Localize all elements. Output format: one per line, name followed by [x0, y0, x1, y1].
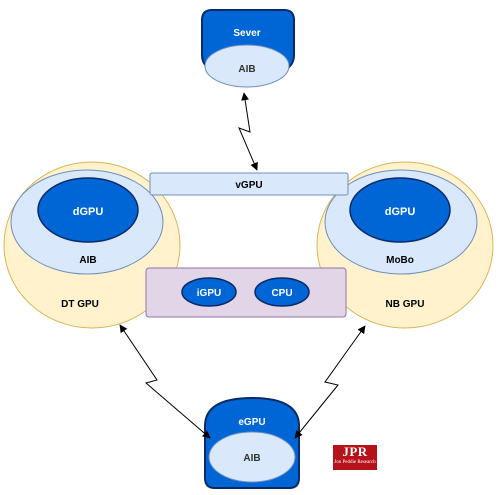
nbgpu-egpu-connector: [294, 325, 366, 439]
server-aib-label: AIB: [238, 64, 255, 75]
nb-gpu-mobo-label: MoBo: [386, 255, 414, 266]
jpr-logo-text: JPR: [342, 444, 368, 459]
egpu-title: eGPU: [238, 417, 265, 428]
nb-gpu-dgpu-ellipse: [349, 177, 451, 243]
nb-gpu-label: NB GPU: [386, 299, 425, 310]
dt-gpu-dgpu-ellipse: [37, 177, 139, 243]
dtgpu-egpu-connector: [119, 324, 211, 439]
igpu-cpu-box: [145, 267, 347, 318]
jpr-logo: JPR Jon Peddie Research: [333, 445, 377, 470]
vgpu-label: vGPU: [235, 180, 262, 191]
vgpu-bar: [149, 172, 349, 196]
dt-gpu-label: DT GPU: [61, 299, 99, 310]
dt-gpu-dgpu-label: dGPU: [73, 206, 104, 218]
dt-gpu-aib-label: AIB: [79, 255, 96, 266]
server-vgpu-connector: [238, 92, 258, 171]
cpu-ellipse: [254, 277, 310, 307]
cpu-label: CPU: [271, 288, 292, 299]
egpu-aib-label: AIB: [243, 453, 260, 464]
jpr-logo-tagline: Jon Peddie Research: [334, 460, 376, 465]
igpu-label: iGPU: [197, 288, 221, 299]
nb-gpu-dgpu-label: dGPU: [385, 206, 416, 218]
server-aib-ellipse: [204, 44, 290, 88]
server-title: Sever: [233, 28, 260, 39]
igpu-ellipse: [181, 277, 237, 307]
egpu-aib-ellipse: [208, 431, 296, 483]
